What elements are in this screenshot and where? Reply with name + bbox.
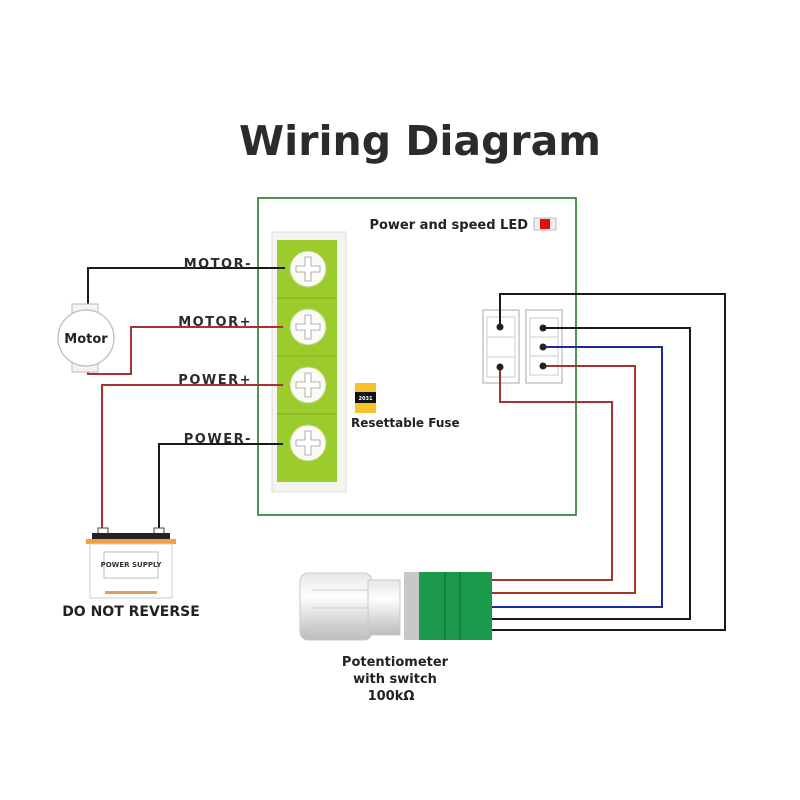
led-label: Power and speed LED: [369, 218, 528, 233]
battery-icon: [86, 527, 176, 599]
motor-icon: [57, 303, 115, 373]
wire-pot-black: [492, 327, 691, 620]
wire-switch-bottom: [492, 367, 613, 581]
terminal-label-motor-plus: MOTOR+: [178, 315, 252, 330]
fuse-code: 2031: [359, 396, 373, 402]
terminal-screw-icon: [289, 366, 327, 404]
terminal-screw-icon: [289, 424, 327, 462]
potentiometer-label-line2: with switch: [353, 672, 437, 687]
connector-pins: [496, 323, 547, 371]
terminal-label-power-minus: POWER-: [184, 432, 252, 447]
wire-power-plus: [101, 384, 283, 528]
motor-label: Motor: [64, 332, 108, 347]
wire-pot-blue: [492, 346, 663, 608]
potentiometer-label-line1: Potentiometer: [342, 655, 449, 670]
fuse-label: Resettable Fuse: [351, 416, 460, 430]
terminal-label-power-plus: POWER+: [178, 373, 252, 388]
power-supply-label: POWER SUPPLY: [101, 561, 163, 569]
wire-motor-plus: [87, 326, 283, 375]
resettable-fuse: 2031: [355, 383, 376, 413]
led-icon: [533, 217, 557, 231]
wire-power-minus: [158, 443, 283, 528]
diagram-title: Wiring Diagram: [239, 117, 601, 165]
potentiometer-icon: [299, 572, 492, 641]
terminal-label-motor-minus: MOTOR-: [184, 257, 252, 272]
potentiometer-label-line3: 100kΩ: [368, 689, 415, 704]
wire-switch-top: [492, 293, 726, 631]
do-not-reverse-warning: DO NOT REVERSE: [62, 604, 200, 620]
wire-pot-red: [492, 365, 636, 594]
terminal-screw-icon: [289, 308, 327, 346]
terminal-screw-icon: [289, 250, 327, 288]
